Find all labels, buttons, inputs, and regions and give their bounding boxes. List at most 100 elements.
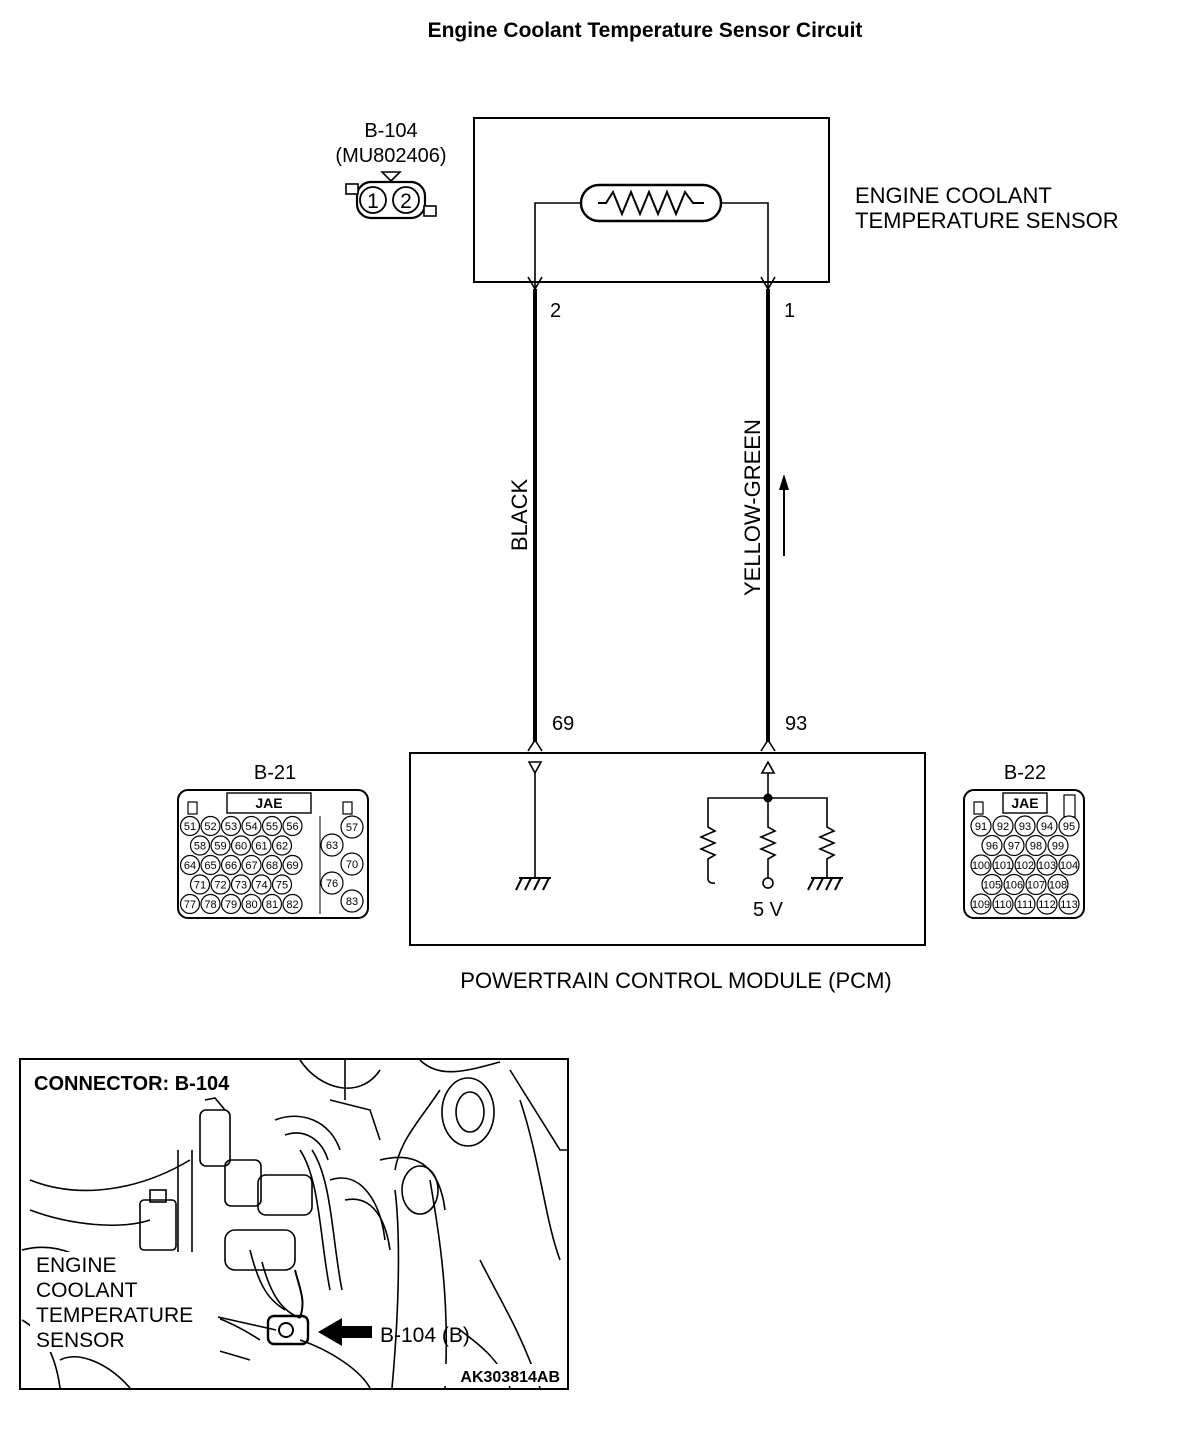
connector-pin: 96 [981,834,1003,857]
connector-pin: 95 [1058,815,1080,837]
location-view-sensor-label: ENGINE COOLANT TEMPERATURE SENSOR [30,1252,220,1352]
wire-color-yellow-green-label: YELLOW-GREEN [740,419,765,596]
wire-pin-pcm-69: 69 [552,713,574,735]
connector-pin-number: 57 [346,822,358,834]
supply-voltage-label: 5 V [753,899,784,921]
wire-pin-sensor-2: 2 [550,300,561,322]
connector-pin-number: 83 [346,896,358,908]
connector-b21-latch [226,792,312,814]
connector-b21-id: B-21 [254,762,296,784]
connector-pin-number: 55 [266,821,278,833]
connector-pin: 60 [230,835,252,856]
connector-pin: 102 [1014,854,1036,876]
ground-symbol-right [807,877,843,891]
connector-pin: 75 [271,874,293,895]
connector-pin: 52 [200,815,221,837]
connector-pin: 104 [1058,854,1080,876]
connector-pin: 106 [1003,873,1025,896]
wire-harness: 2 1 BLACK YELLOW-GREEN 69 93 [507,289,807,752]
connector-pin-number: 71 [194,880,206,892]
connector-pin-number: 56 [286,821,298,833]
connector-pin: 94 [1036,815,1058,837]
connector-pin: 100 [970,854,992,876]
connector-pin-number: 101 [994,860,1012,872]
connector-pin-number: 60 [235,841,247,853]
connector-pin-number: 106 [1005,880,1023,892]
location-view-heading: CONNECTOR: B-104 [34,1073,230,1095]
connector-pin: 71 [189,874,211,895]
connector-pin-number: 112 [1038,899,1056,911]
connector-pin: 98 [1025,834,1047,857]
connector-pin-number: 68 [266,860,278,872]
connector-pin-number: 82 [286,899,298,911]
connector-pin: 92 [992,815,1014,837]
connector-pin: 57 [340,815,364,839]
connector-pin: 97 [1003,834,1025,857]
connector-pin-number: 58 [194,841,206,853]
thermistor-resistor-zigzag [598,189,704,217]
connector-key-marker [380,171,402,183]
connector-b22-maker: JAE [1011,795,1038,811]
connector-pin: 93 [1014,815,1036,837]
connector-pin-number: 102 [1016,860,1034,872]
location-label-line3: TEMPERATURE [36,1304,193,1327]
connector-pin: 105 [981,873,1003,896]
connector-pin: 107 [1025,873,1047,896]
connector-pin-number: 107 [1027,880,1045,892]
connector-pin-number: 99 [1052,841,1064,853]
pcm-terminal-arrow-69 [527,738,543,752]
connector-pin: 58 [189,835,211,856]
resistor-center [758,822,778,878]
connector-pin-number: 98 [1030,841,1042,853]
connector-pin: 54 [241,815,262,837]
diagram-title: Engine Coolant Temperature Sensor Circui… [428,19,863,42]
connector-pin-number: 104 [1060,860,1078,872]
pcm-box [409,752,926,946]
connector-pin-number: 96 [986,841,998,853]
connector-pin: 66 [220,854,242,876]
sensor-leader-line [217,1316,277,1331]
pcm-terminal-arrow-93 [760,738,776,752]
connector-pin-number: 63 [326,840,338,852]
connector-pin-number: 109 [972,899,990,911]
connector-pin-number: 66 [225,860,237,872]
connector-pin: 64 [179,854,201,876]
connector-pin: 78 [200,893,221,915]
sensor-connector-b104: B-104 (MU802406) 1 2 [335,120,447,220]
connector-pin: 61 [251,835,272,856]
connector-pin-number: 73 [235,880,247,892]
connector-b21-maker: JAE [255,795,282,811]
connector-pin: 99 [1047,834,1069,857]
connector-pin-number: 100 [972,860,990,872]
connector-pin: 63 [320,833,344,857]
resistor-right [817,822,837,878]
connector-pin-number: 79 [225,899,237,911]
connector-pin: 80 [241,893,262,915]
sensor-internal-wire-left [534,202,581,289]
connector-pin: 111 [1014,893,1036,915]
sensor-box [473,117,830,283]
ground-symbol-left [515,877,551,891]
illustration-code: AK303814AB [460,1369,560,1386]
connector-pin-1: 1 [367,190,379,213]
connector-pin: 73 [230,874,252,895]
location-callout-arrow [318,1318,372,1346]
connector-pin-number: 65 [204,860,216,872]
pcm-input-marker-69 [527,761,543,775]
connector-pin-number: 53 [225,821,237,833]
connector-pin: 76 [320,871,344,895]
connector-pin: 79 [220,893,242,915]
location-label-line2: COOLANT [36,1279,138,1302]
connector-pin: 65 [200,854,221,876]
connector-location-view: CONNECTOR: B-104 ENGINE COOLANT TEMPERAT… [19,1058,569,1390]
connector-pin-number: 113 [1060,899,1078,911]
connector-pin: 59 [210,835,231,856]
connector-pin-number: 110 [994,899,1012,911]
wire-color-black-label: BLACK [507,479,532,551]
coolant-temperature-sensor: ENGINE COOLANT TEMPERATURE SENSOR [473,117,1119,291]
connector-pin-number: 70 [346,859,358,871]
connector-pin: 82 [282,893,303,915]
supply-terminal [762,877,774,889]
connector-pin: 110 [992,893,1014,915]
